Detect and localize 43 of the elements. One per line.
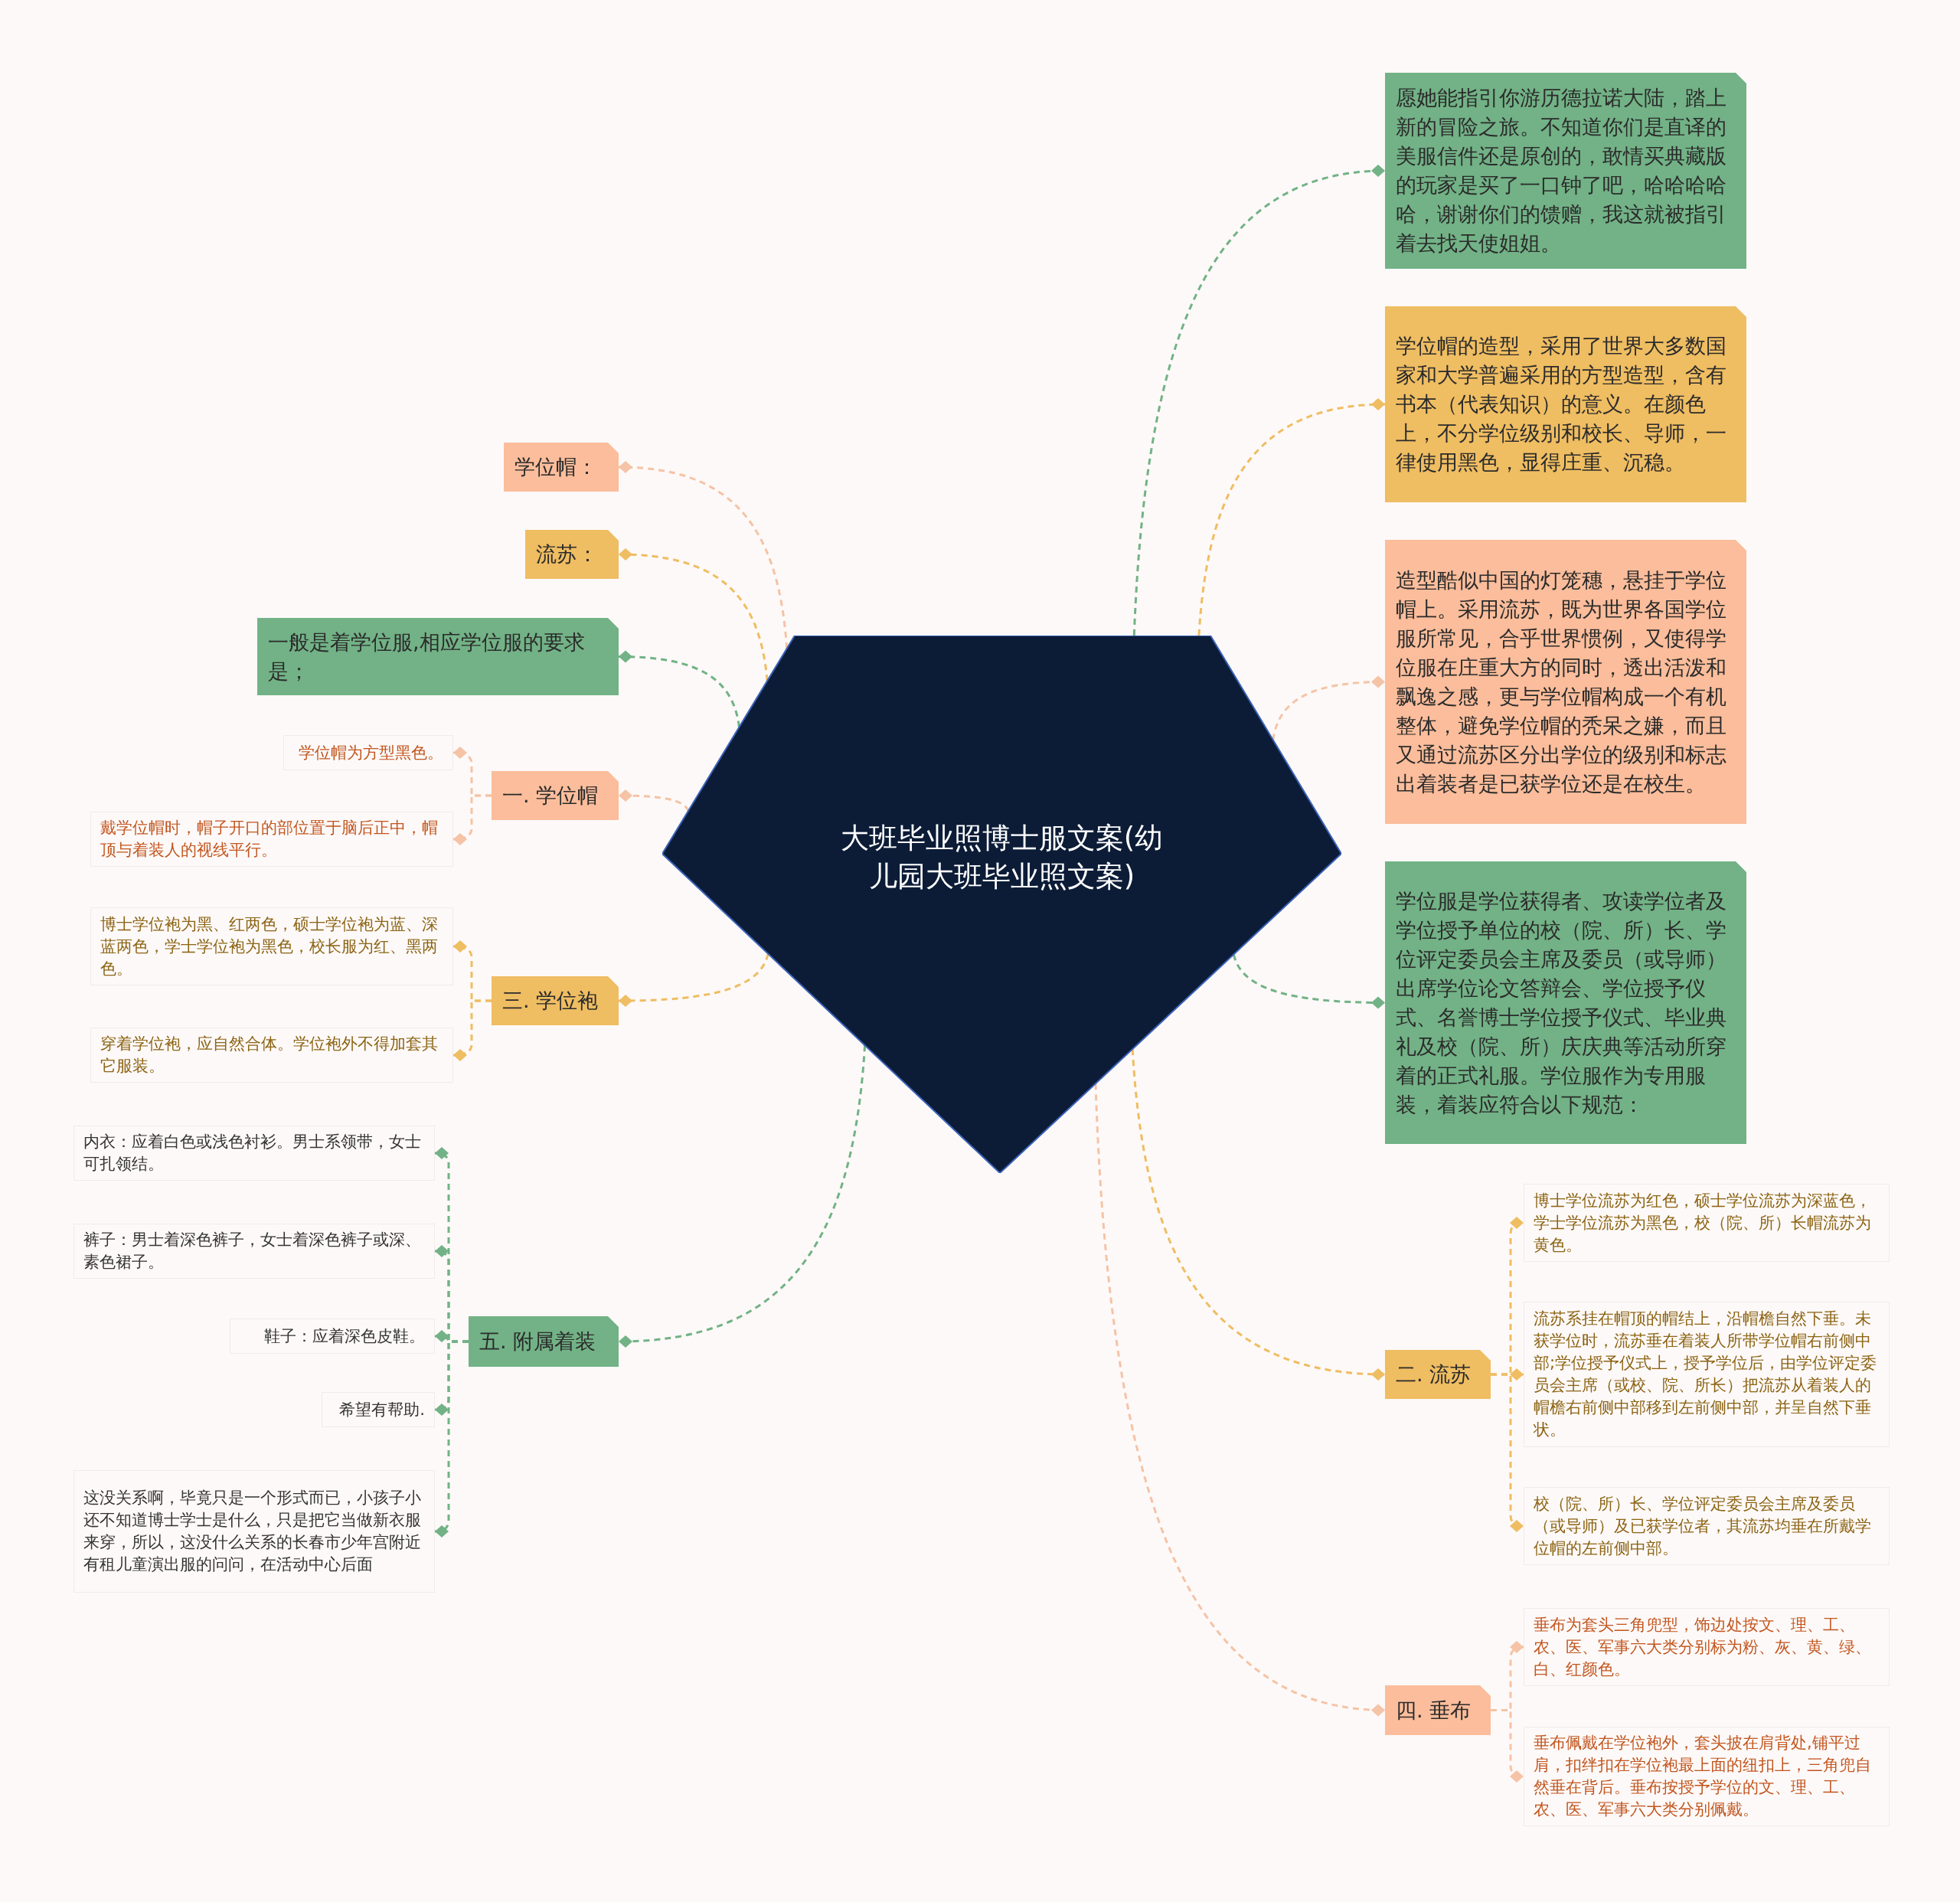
dashed-connector xyxy=(618,650,740,727)
note-text: 流苏系挂在帽顶的帽结上，沿帽檐自然下垂。未获学位时，流苏垂在着装人所带学位帽右前侧中部;学位授予仪式上，授予学位后，由学位评定委员会主席（或校、院、所长）把流苏从着装人的帽檐右前侧中部移到左前侧中部，并呈自然下垂状。 xyxy=(1524,1302,1890,1447)
topic-box: 学位服是学位获得者、攻读学位者及学位授予单位的校（院、所）长、学位评定委员会主席及委员（或导师）出席学位论文答辩会、学位授予仪式、名誉博士学位授予仪式、毕业典礼及校（院、所）庆庆典等活动所穿着的正式礼服。学位服作为专用服装，着装应符合以下规范： xyxy=(1385,861,1746,1144)
dashed-connector xyxy=(1232,954,1386,1009)
topic-box: 造型酷似中国的灯笼穗，悬挂于学位帽上。采用流苏，既为世界各国学位服所常见，合乎世界惯例，又使得学位服在庄重大方的同时，透出活泼和飘逸之感，更与学位帽构成一个有机整体，避免学位帽的秃呆之嫌，而且又通过流苏区分出学位的级别和标志出着装者是已获学位还是在校生。 xyxy=(1385,540,1746,824)
dashed-connector xyxy=(1094,1083,1386,1716)
note-text: 垂布佩戴在学位袍外，套头披在肩背处,铺平过肩，扣绊扣在学位袍最上面的纽扣上，三角兜自然垂在背后。垂布按授予学位的文、理、工、农、医、军事六大类分别佩戴。 xyxy=(1524,1727,1890,1826)
note-text: 垂布为套头三角兜型，饰边处按文、理、工、农、医、军事六大类分别标为粉、灰、黄、绿、白、红颜色。 xyxy=(1524,1608,1890,1686)
note-text: 鞋子：应着深色皮鞋。 xyxy=(230,1319,435,1354)
dashed-connector xyxy=(618,1045,867,1348)
dashed-connector xyxy=(1272,675,1386,740)
dashed-connector xyxy=(1131,1048,1386,1381)
note-text: 穿着学位袍，应自然合体。学位袍外不得加套其它服装。 xyxy=(90,1028,453,1083)
dashed-connector xyxy=(618,953,769,1007)
note-text: 博士学位袍为黑、红两色，硕士学位袍为蓝、深蓝两色，学士学位袍为黑色，校长服为红、黑两色。 xyxy=(90,907,453,985)
dashed-connector xyxy=(1132,165,1386,636)
topic-box: 学位帽的造型，采用了世界大多数国家和大学普遍采用的方型造型，含有书本（代表知识）的意义。在颜色上，不分学位级别和校长、导师，一律使用黑色，显得庄重、沉稳。 xyxy=(1385,306,1746,502)
topic-box: 一. 学位帽 xyxy=(492,771,619,820)
dashed-connector xyxy=(1491,1709,1524,1783)
dashed-connector xyxy=(452,999,492,1061)
topic-box: 学位帽： xyxy=(504,443,619,492)
dashed-connector xyxy=(1491,1373,1524,1532)
dashed-connector xyxy=(619,789,690,812)
note-text: 博士学位流苏为红色，硕士学位流苏为深蓝色，学士学位流苏为黑色，校（院、所）长帽流苏为黄色。 xyxy=(1524,1184,1890,1262)
topic-box: 一般是着学位服,相应学位服的要求是； xyxy=(257,618,619,695)
note-text: 学位帽为方型黑色。 xyxy=(283,735,453,770)
topic-box: 三. 学位袍 xyxy=(492,976,619,1025)
note-text: 希望有帮助. xyxy=(322,1392,435,1427)
topic-box: 五. 附属着装 xyxy=(469,1316,619,1367)
note-text: 裤子：男士着深色裤子，女士着深色裤子或深、素色裙子。 xyxy=(74,1224,435,1279)
dashed-connector xyxy=(1197,398,1386,636)
dashed-connector xyxy=(618,548,769,681)
topic-box: 四. 垂布 xyxy=(1385,1685,1491,1735)
note-text: 这没关系啊，毕竟只是一个形式而已，小孩子小还不知道博士学士是什么，只是把它当做新衣服来穿，所以，这没什么关系的长春市少年宫附近有租儿童演出服的问问，在活动中心后面 xyxy=(74,1470,435,1593)
dashed-connector xyxy=(452,794,492,845)
central-topic-text: 大班毕业照博士服文案(幼儿园大班毕业照文案) xyxy=(839,821,1165,894)
note-text: 戴学位帽时，帽子开口的部位置于脑后正中，帽顶与着装人的视线平行。 xyxy=(90,812,453,867)
topic-box: 流苏： xyxy=(525,530,619,579)
topic-box: 二. 流苏 xyxy=(1385,1350,1491,1399)
note-text: 内衣：应着白色或浅色衬衫。男士系领带，女士可扎领结。 xyxy=(74,1126,435,1181)
note-text: 校（院、所）长、学位评定委员会主席及委员（或导师）及已获学位者，其流苏均垂在所戴学位帽的左前侧中部。 xyxy=(1524,1487,1890,1565)
topic-box: 愿她能指引你游历德拉诺大陆，踏上新的冒险之旅。不知道你们是直译的美服信件还是原创的，敢情买典藏版的玩家是买了一口钟了吧，哈哈哈哈哈，谢谢你们的馈赠，我这就被指引着去找天使姐姐。 xyxy=(1385,73,1746,269)
dashed-connector xyxy=(434,1340,469,1538)
